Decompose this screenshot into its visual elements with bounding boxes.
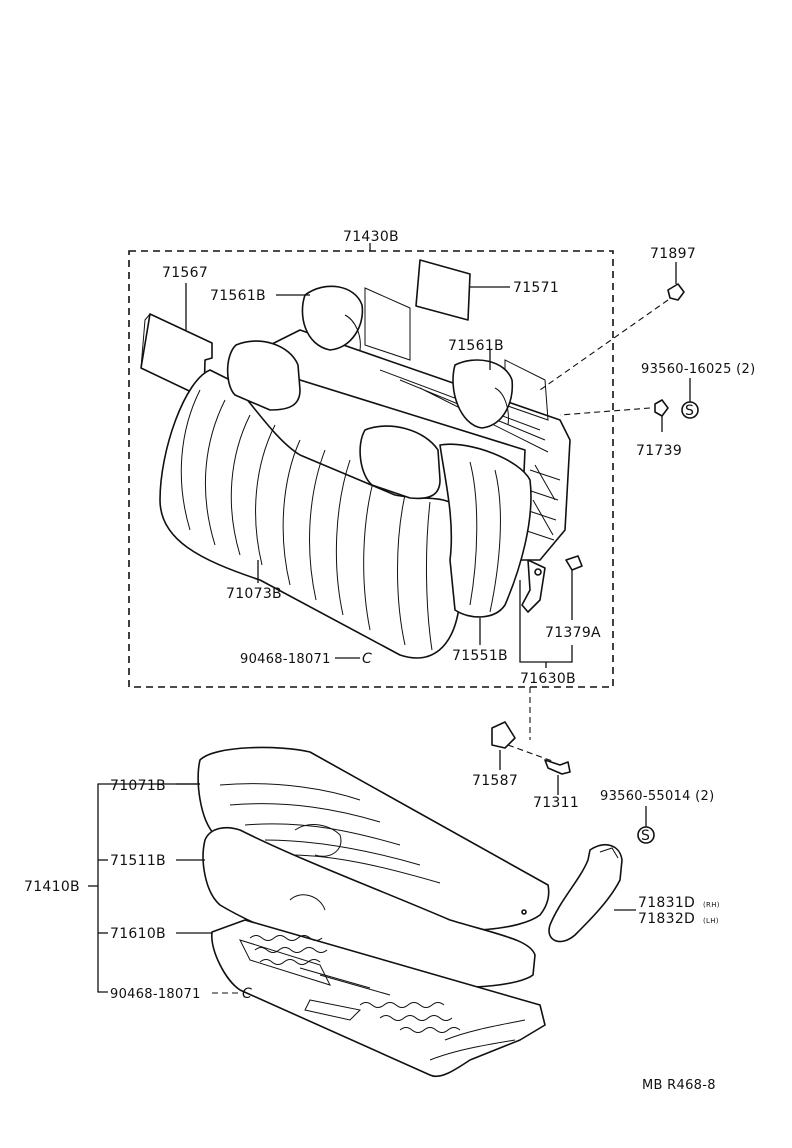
seat-cushion-frame-71610B <box>211 919 546 1078</box>
part-labels: 71430B 71567 71561B 71571 71561B 71897 9… <box>24 229 755 1093</box>
headrest-left <box>226 285 514 500</box>
seat-back-assembly: C <box>128 243 614 688</box>
label-71511B: 71511B <box>110 853 166 869</box>
label-71071B: 71071B <box>110 778 166 794</box>
diagram-code: MB R468-8 <box>642 1078 716 1093</box>
s-symbol-lower: S <box>641 828 650 844</box>
label-71897: 71897 <box>650 246 696 262</box>
label-71410B: 71410B <box>24 879 80 895</box>
s-symbol-upper: S <box>685 403 694 419</box>
seat-cushion-pad-71511B <box>202 826 536 988</box>
trim-pad-71567 <box>140 283 213 399</box>
label-71379A: 71379A <box>545 625 601 641</box>
clip-symbol-upper: C <box>362 651 372 667</box>
fasteners-middle: S <box>491 687 655 943</box>
label-71073B: 71073B <box>226 586 282 602</box>
seat-back-cushion-71073B <box>159 369 464 659</box>
label-90468-upper: 90468-18071 <box>240 652 331 667</box>
label-71832D: 71832D <box>638 911 695 927</box>
label-71587: 71587 <box>472 773 518 789</box>
label-71430B: 71430B <box>343 229 399 245</box>
label-71630B: 71630B <box>520 671 576 687</box>
label-90468-lower: 90468-18071 <box>110 987 201 1002</box>
assembly-box-71430B <box>128 250 614 688</box>
cover-plate-71571 <box>415 259 510 321</box>
label-71561B: 71561B <box>210 288 266 304</box>
label-71311: 71311 <box>533 795 579 811</box>
label-93560-55014: 93560-55014 (2) <box>600 789 714 804</box>
label-71739: 71739 <box>636 443 682 459</box>
label-93560-16025: 93560-16025 (2) <box>641 362 755 377</box>
hinge-71630B <box>519 555 583 668</box>
label-71571: 71571 <box>513 280 559 296</box>
seat-back-side-cushion-71551B <box>439 443 532 645</box>
label-71561B-2: 71561B <box>448 338 504 354</box>
label-71831D: 71831D <box>638 895 695 911</box>
label-71551B: 71551B <box>452 648 508 664</box>
clip-symbol-lower: C <box>242 986 252 1002</box>
seat-cushion-assembly: C <box>88 746 550 1078</box>
label-71832D-suffix: (LH) <box>703 917 719 925</box>
fasteners-upper-right: S <box>539 262 699 432</box>
label-71610B: 71610B <box>110 926 166 942</box>
label-71567: 71567 <box>162 265 208 281</box>
label-71831D-suffix: (RH) <box>703 901 720 909</box>
